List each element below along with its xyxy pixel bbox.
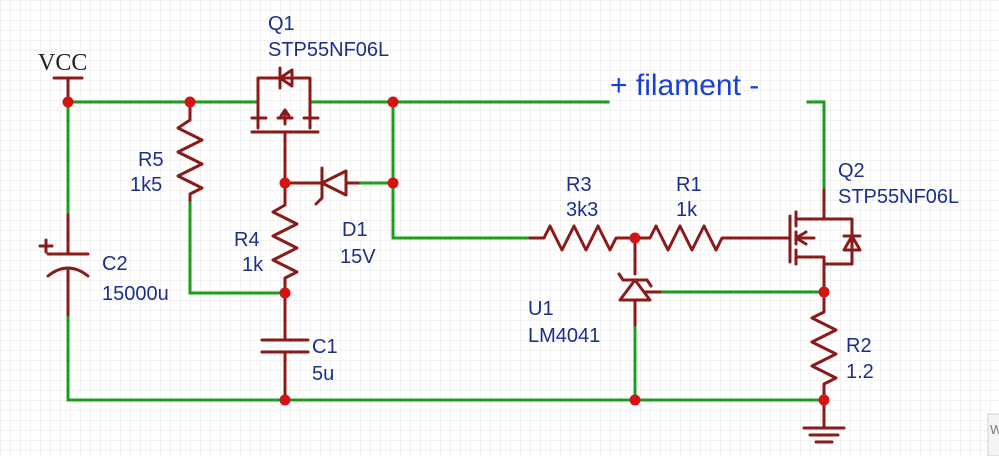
junction-dot — [279, 287, 291, 299]
resistor-r2: R2 1.2 — [810, 290, 874, 402]
r4-ref: R4 — [234, 229, 260, 251]
wire-d1-to-rail — [391, 100, 532, 240]
capacitor-c1: C1 5u — [260, 291, 338, 402]
vcc-label: VCC — [38, 50, 87, 76]
wires — [66, 100, 826, 402]
q2-value: STP55NF06L — [838, 186, 959, 208]
wire-filament-to-q2 — [806, 100, 826, 192]
r3-value: 3k3 — [566, 199, 598, 221]
zener-d1: D1 15V — [283, 166, 376, 268]
wire-r5-bottom — [188, 198, 287, 295]
junctions — [62, 96, 830, 406]
c1-ref: C1 — [312, 336, 338, 358]
ground-symbol — [802, 398, 846, 444]
u1-ref: U1 — [528, 298, 554, 320]
corner-text: W — [990, 422, 999, 437]
resistor-r5: R5 1k5 — [130, 100, 204, 202]
d1-value: 15V — [340, 246, 376, 268]
r4-value: 1k — [242, 254, 264, 276]
junction-dot — [279, 177, 291, 189]
junction-dot — [629, 394, 641, 406]
junction-dot — [184, 96, 196, 108]
filament-label: + filament - — [610, 69, 759, 102]
d1-ref: D1 — [342, 219, 368, 241]
resistor-r3: R3 3k3 — [528, 174, 637, 252]
c2-ref: C2 — [102, 253, 128, 275]
junction-dot — [62, 96, 74, 108]
r1-value: 1k — [676, 199, 698, 221]
corner-fragment: W — [987, 413, 999, 456]
r2-value: 1.2 — [846, 361, 874, 383]
resistor-r1: R1 1k — [633, 174, 792, 252]
q1-value: STP55NF06L — [268, 39, 389, 61]
junction-dot — [387, 177, 399, 189]
r2-ref: R2 — [846, 335, 872, 357]
junction-dot — [387, 96, 399, 108]
resistor-r4: R4 1k — [234, 181, 299, 295]
mosfet-q1: Q1 STP55NF06L — [250, 13, 389, 185]
r5-value: 1k5 — [130, 174, 162, 196]
c1-value: 5u — [312, 363, 334, 385]
c2-value: 15000u — [102, 283, 169, 305]
q2-ref: Q2 — [838, 160, 865, 182]
junction-dot — [279, 394, 291, 406]
junction-dot — [629, 232, 641, 244]
r5-ref: R5 — [138, 149, 164, 171]
r3-ref: R3 — [566, 174, 592, 196]
capacitor-c2: C2 15000u — [38, 213, 169, 317]
junction-dot — [818, 286, 830, 298]
reference-u1: U1 LM4041 — [528, 236, 662, 347]
u1-value: LM4041 — [528, 325, 600, 347]
r1-ref: R1 — [676, 174, 702, 196]
mosfet-q2: Q2 STP55NF06L — [778, 160, 959, 294]
q1-ref: Q1 — [268, 13, 295, 35]
junction-dot — [818, 394, 830, 406]
